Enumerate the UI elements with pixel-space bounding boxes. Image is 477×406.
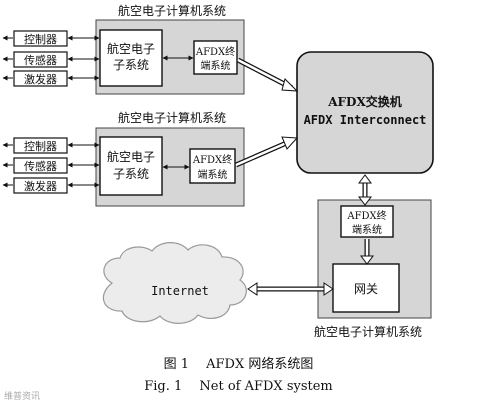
subsystem-1: 航空电子计算机系统 控制器 传感器 激发器 航空电子 子系统 xyxy=(2,3,245,95)
link-switch-to-gateway xyxy=(358,174,372,206)
end-system-label-line2: 端系统 xyxy=(201,59,231,72)
end-system-label-line1: AFDX终 xyxy=(195,45,235,58)
subsystem-2-end-system: AFDX终 端系统 xyxy=(189,148,236,184)
subsystem-1-device-sensor: 传感器 xyxy=(13,51,68,68)
gateway-system-title: 航空电子计算机系统 xyxy=(314,324,422,339)
device-label: 控制器 xyxy=(24,32,57,46)
subsystem-2-device-controller: 控制器 xyxy=(13,137,68,154)
link-internet-to-gateway xyxy=(247,282,334,296)
switch-label-line2: AFDX Interconnect xyxy=(304,113,427,127)
avionics-label-line2: 子系统 xyxy=(113,58,149,72)
gateway-end-system: AFDX终 端系统 xyxy=(340,205,394,238)
internet-cloud: Internet xyxy=(102,242,247,324)
device-label: 传感器 xyxy=(24,54,57,67)
endsystem-to-gateway-arrow xyxy=(360,239,374,265)
subsystem-2-device-sensor: 传感器 xyxy=(13,157,68,174)
subsystem-1-avionics-box: 航空电子 子系统 xyxy=(99,29,163,87)
avionics-label-line1: 航空电子 xyxy=(107,41,155,56)
subsystem-2-title: 航空电子计算机系统 xyxy=(118,110,226,125)
gateway-box: 网关 xyxy=(332,263,400,313)
caption-en: Fig. 1 Net of AFDX system xyxy=(144,379,333,394)
watermark-logo: 维普资讯 xyxy=(4,392,41,402)
avionics-label-line1: 航空电子 xyxy=(107,149,155,164)
caption-zh: 图 1 AFDX 网络系统图 xyxy=(163,357,314,372)
device-label: 控制器 xyxy=(24,139,57,153)
device-label: 激发器 xyxy=(24,179,57,193)
end-system-label-line2: 端系统 xyxy=(198,168,228,181)
device-label: 传感器 xyxy=(24,160,57,173)
device-label: 激发器 xyxy=(24,72,57,86)
link-es1-to-switch xyxy=(236,57,299,92)
subsystem-2-device-actuator: 激发器 xyxy=(13,177,68,194)
subsystem-1-end-system: AFDX终 端系统 xyxy=(193,40,238,75)
afdx-switch: AFDX交换机 AFDX Interconnect xyxy=(296,51,434,174)
subsystem-1-title: 航空电子计算机系统 xyxy=(118,3,226,18)
internet-label: Internet xyxy=(151,284,209,298)
switch-label-line1: AFDX交换机 xyxy=(327,94,402,109)
subsystem-2: 航空电子计算机系统 控制器 传感器 激发器 航空电子 子系统 AFDX终 xyxy=(2,110,245,207)
gateway-label: 网关 xyxy=(354,282,378,296)
subsystem-2-avionics-box: 航空电子 子系统 xyxy=(99,136,163,196)
end-system-label-line1: AFDX终 xyxy=(346,209,386,222)
gateway-system: AFDX终 端系统 网关 航空电子计算机系统 xyxy=(314,199,432,339)
avionics-label-line2: 子系统 xyxy=(113,167,149,181)
subsystem-1-device-actuator: 激发器 xyxy=(13,70,68,87)
subsystem-1-device-controller: 控制器 xyxy=(13,30,68,47)
link-es2-to-switch xyxy=(235,136,299,168)
end-system-label-line1: AFDX终 xyxy=(192,153,232,166)
end-system-label-line2: 端系统 xyxy=(352,223,382,236)
